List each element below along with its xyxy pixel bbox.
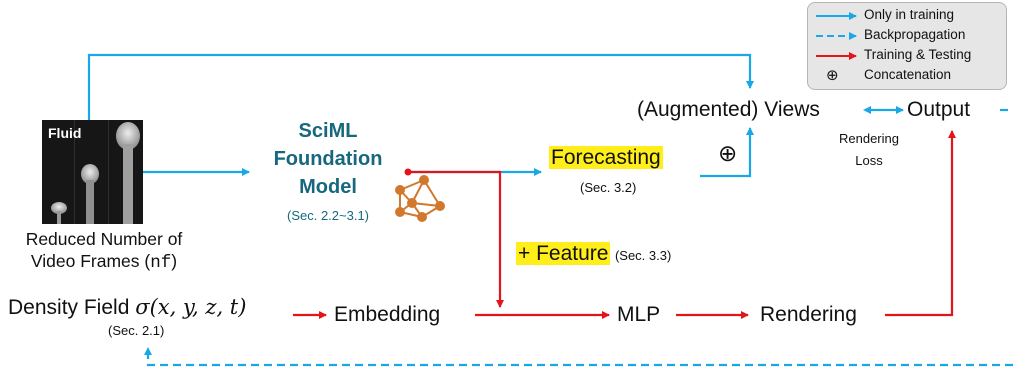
wire-forecasting-to-views — [700, 127, 754, 178]
model-title-line1: SciML — [298, 120, 358, 142]
feature-label: + Feature (Sec. 3.3) — [516, 242, 672, 265]
density-section: (Sec. 2.1) — [108, 323, 165, 338]
legend-swatches — [816, 12, 857, 60]
forecasting-label: Forecasting — [549, 146, 663, 169]
neural-network-icon — [395, 175, 445, 222]
input-caption-line2: Video Frames (nf) — [30, 251, 178, 273]
embedding-label: Embedding — [334, 303, 441, 326]
legend-only-in-training: Only in training — [864, 7, 955, 22]
rendering-label: Rendering — [760, 303, 857, 326]
fluid-label: Fluid — [48, 125, 82, 141]
wire-rendering-to-output — [885, 130, 956, 317]
rendering-loss-line2: Loss — [855, 153, 883, 168]
smoke-plumes-image — [51, 120, 140, 224]
model-title-line2: Foundation — [273, 148, 383, 170]
wire-frames-to-views — [87, 53, 754, 120]
input-caption-line1: Reduced Number of — [25, 229, 183, 249]
concat-symbol: ⊕ — [718, 140, 738, 166]
density-field-label: Density Field σ(x, y, z, t) — [8, 295, 247, 319]
legend-concatenation: Concatenation — [864, 67, 952, 82]
augmented-views-label: (Augmented) Views — [637, 98, 820, 121]
fluid-frames-image: Fluid — [42, 120, 143, 224]
nf-code: nf — [150, 253, 172, 273]
model-section: (Sec. 2.2~3.1) — [286, 208, 370, 223]
wire-backprop — [144, 347, 1013, 367]
model-title-line3: Model — [299, 176, 357, 198]
wire-model-to-embedding-join — [408, 170, 504, 308]
legend-concat-symbol: ⊕ — [826, 67, 839, 84]
output-label: Output — [907, 98, 971, 121]
density-formula: σ(x, y, z, t) — [135, 295, 247, 319]
legend-training-testing: Training & Testing — [864, 47, 972, 62]
legend-backpropagation: Backpropagation — [864, 27, 966, 42]
forecasting-section: (Sec. 3.2) — [580, 180, 637, 195]
mlp-label: MLP — [617, 303, 661, 326]
rendering-loss-line1: Rendering — [839, 131, 899, 146]
